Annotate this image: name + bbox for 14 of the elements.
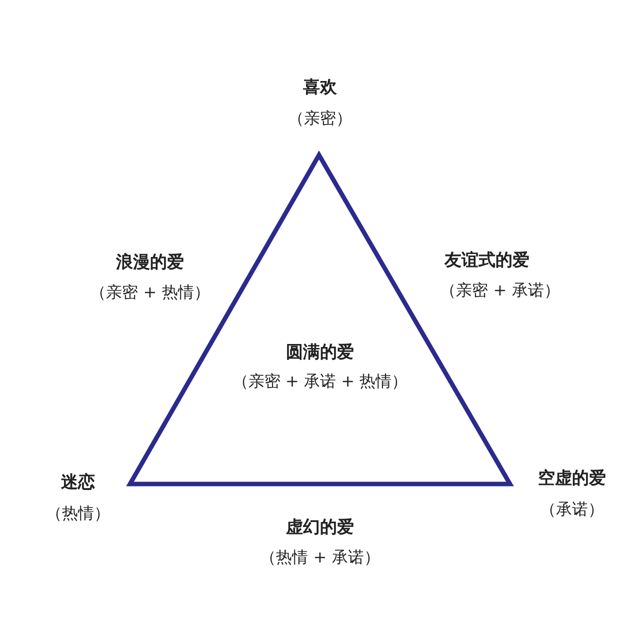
components-label: （亲密 + 热情） bbox=[90, 282, 210, 304]
components-label: （亲密 + 承诺 + 热情） bbox=[232, 372, 408, 392]
love-type-label: 圆满的爱 bbox=[286, 342, 354, 364]
components-label: （热情） bbox=[46, 504, 110, 524]
components-label: （热情 + 承诺） bbox=[260, 548, 380, 568]
love-type-label: 友谊式的爱 bbox=[444, 250, 530, 272]
love-type-label: 浪漫的爱 bbox=[116, 252, 184, 274]
love-type-label: 迷恋 bbox=[61, 472, 95, 494]
love-type-label: 虚幻的爱 bbox=[286, 516, 354, 538]
love-type-label: 喜欢 bbox=[303, 76, 337, 98]
love-type-label: 空虚的爱 bbox=[538, 468, 606, 490]
components-label: （亲密） bbox=[288, 108, 352, 130]
components-label: （亲密 + 承诺） bbox=[440, 280, 560, 302]
components-label: （承诺） bbox=[540, 500, 604, 520]
